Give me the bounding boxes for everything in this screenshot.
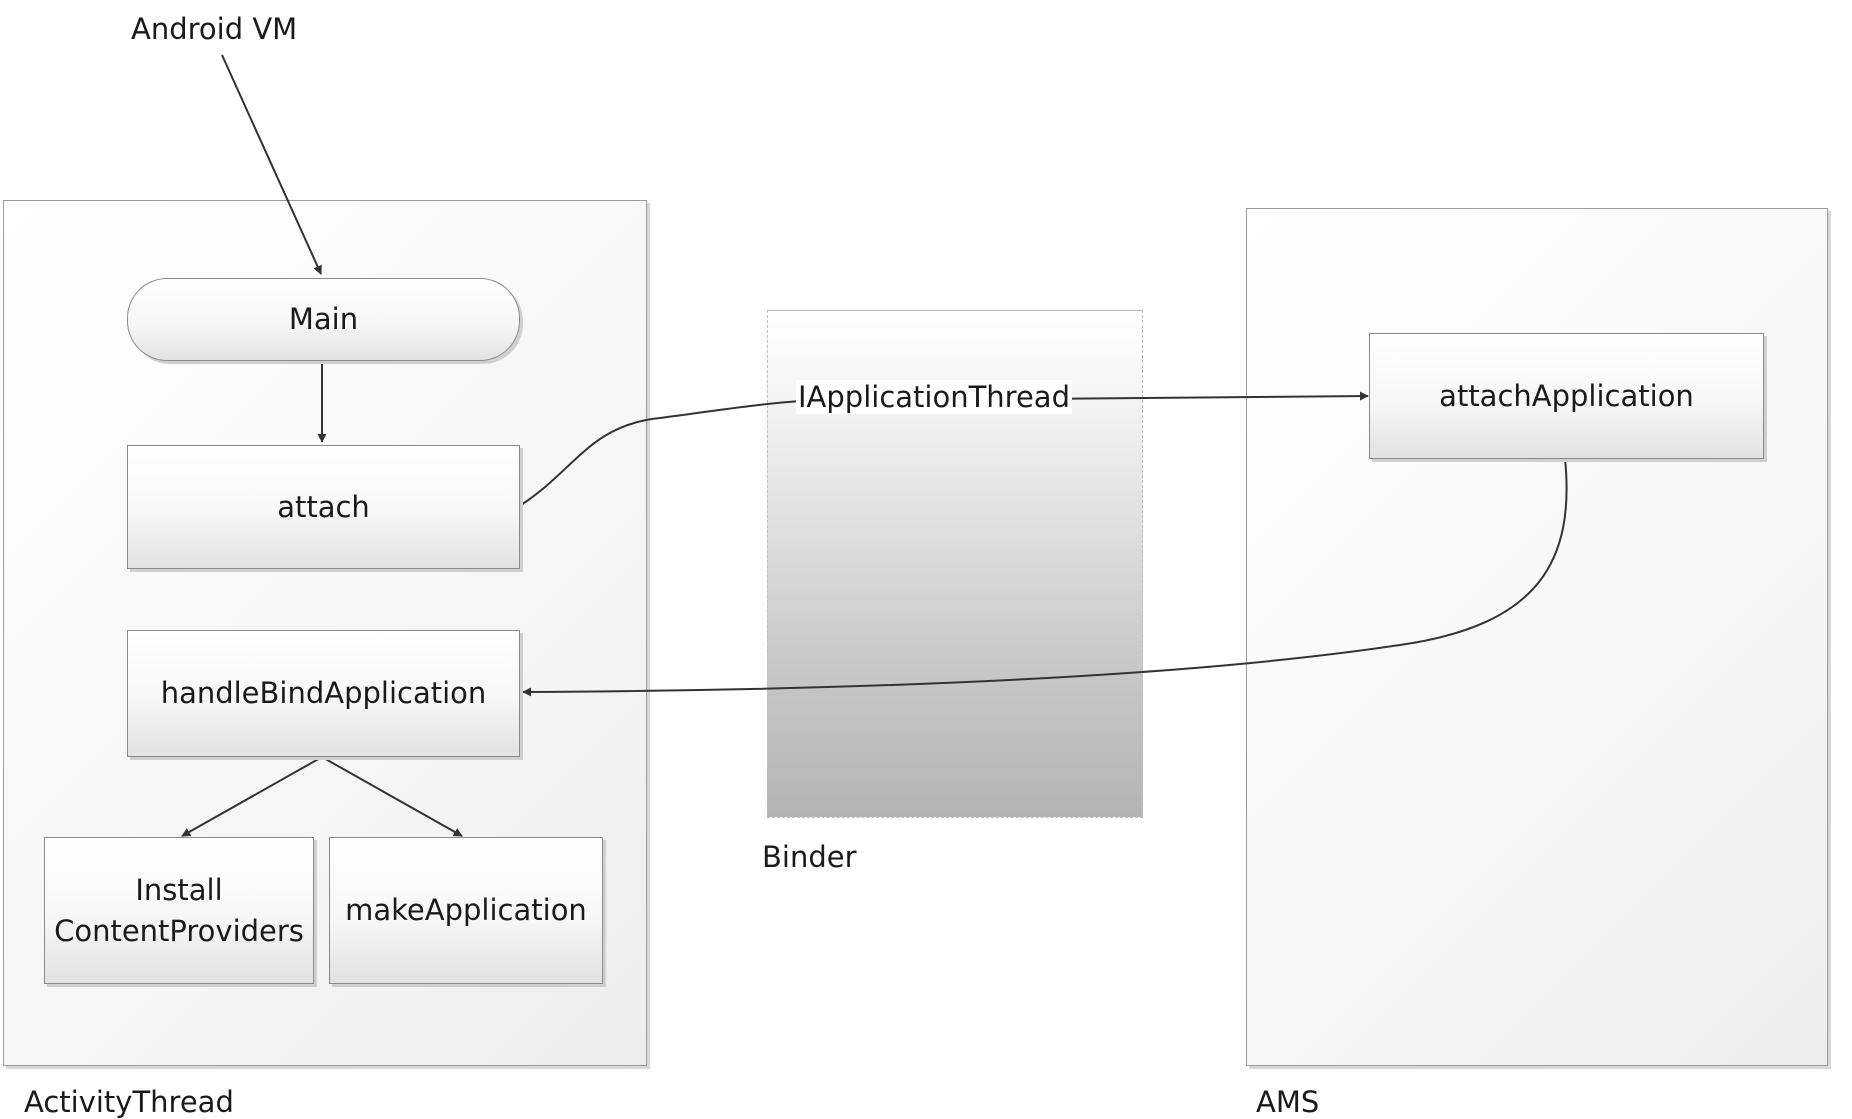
handlebindapplication-node-label: handleBindApplication xyxy=(160,676,487,711)
attach-node: attach xyxy=(127,445,520,569)
install-contentproviders-node: Install ContentProviders xyxy=(44,837,314,984)
install-label-line1: Install xyxy=(135,872,223,907)
binder-label: Binder xyxy=(762,840,857,874)
attachapplication-node-label: attachApplication xyxy=(1439,378,1694,413)
main-node: Main xyxy=(127,278,520,361)
main-node-label: Main xyxy=(288,302,359,337)
activitythread-label: ActivityThread xyxy=(24,1085,234,1119)
makeapplication-node: makeApplication xyxy=(329,837,603,984)
attachapplication-node: attachApplication xyxy=(1369,333,1764,459)
ams-label: AMS xyxy=(1256,1085,1320,1119)
android-vm-label: Android VM xyxy=(131,12,298,46)
makeapplication-node-label: makeApplication xyxy=(345,893,587,928)
iapplicationthread-label: IApplicationThread xyxy=(796,380,1072,414)
handlebindapplication-node: handleBindApplication xyxy=(127,630,520,757)
attach-node-label: attach xyxy=(277,489,370,524)
install-label-line2: ContentProviders xyxy=(54,913,304,948)
